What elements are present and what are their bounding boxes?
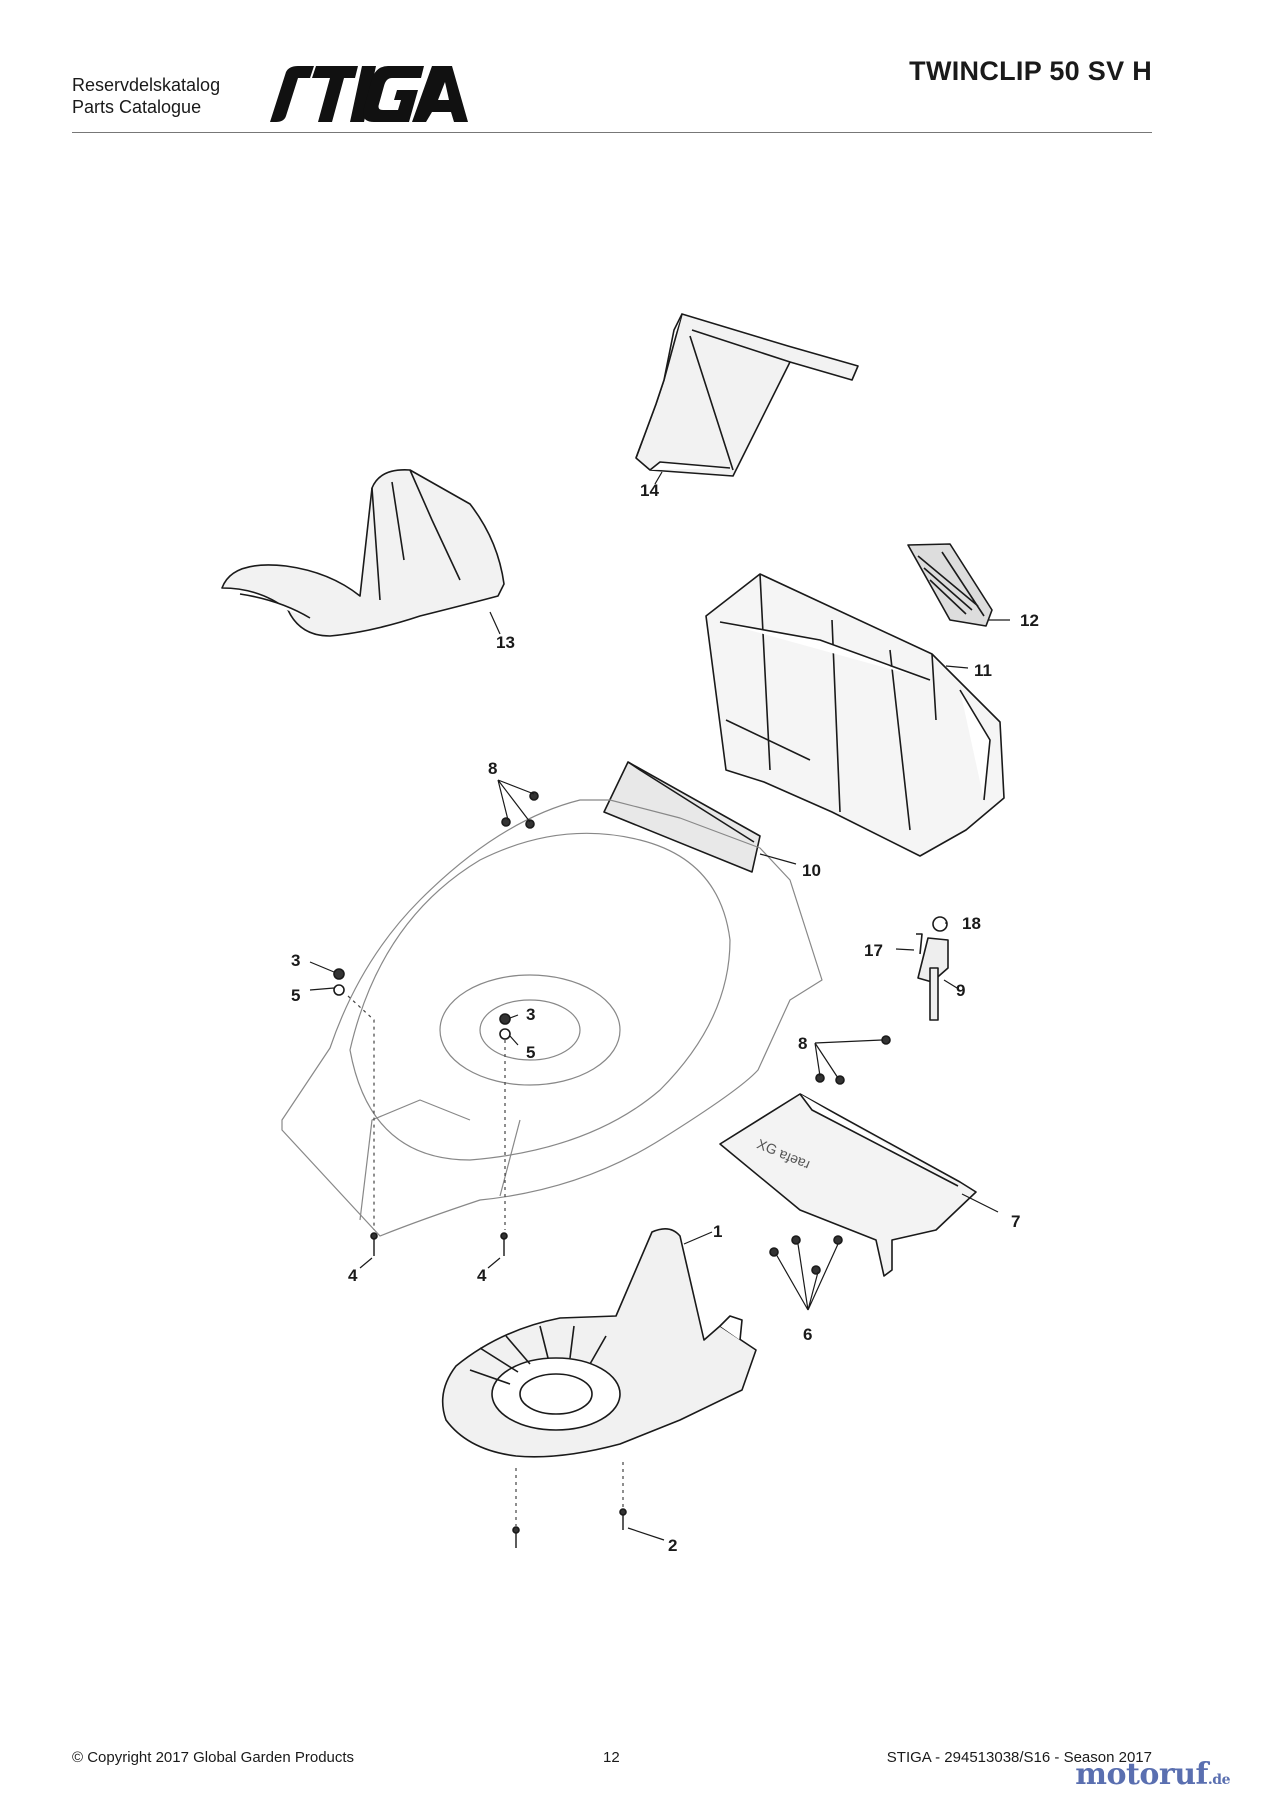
callout-4-left: 4 <box>348 1266 358 1285</box>
watermark-tld: .de <box>1207 1772 1231 1788</box>
part-1-chute-housing <box>441 1228 757 1458</box>
callout-10: 10 <box>802 861 821 880</box>
watermark-name: motoruf <box>1075 1757 1208 1792</box>
part-11-bag-housing <box>705 573 1005 857</box>
part-14-bag-frame <box>635 313 859 477</box>
callout-6: 6 <box>803 1325 812 1344</box>
callout-4-right: 4 <box>477 1266 487 1285</box>
assembly-lines <box>347 995 624 1526</box>
callout-5-left: 5 <box>291 986 300 1005</box>
part-7-front-cover: ХG ɐɟǝɐɹ <box>719 1093 977 1277</box>
callout-17: 17 <box>864 941 883 960</box>
part-12-filter-grid <box>907 543 993 627</box>
part-10-rear-cover <box>603 761 761 873</box>
callout-2: 2 <box>668 1536 677 1555</box>
callout-11: 11 <box>974 661 992 680</box>
footer-document-ref: STIGA - 294513038/S16 - Season 2017 <box>886 1749 1152 1766</box>
part-17-screw <box>916 933 923 955</box>
catalog-label-swedish: Reservdelskatalog <box>72 75 221 95</box>
footer-page-number: 12 <box>603 1749 620 1766</box>
part-18-washer <box>932 916 948 932</box>
header-divider <box>72 132 1152 133</box>
callout-7: 7 <box>1011 1212 1020 1231</box>
footer-copyright: © Copyright 2017 Global Garden Products <box>72 1749 355 1766</box>
callout-14: 14 <box>640 481 659 500</box>
callout-8-top: 8 <box>488 759 497 778</box>
catalog-label-english: Parts Catalogue <box>72 97 202 117</box>
callout-18: 18 <box>962 914 981 933</box>
mower-deck <box>281 799 823 1237</box>
catalog-title: Reservdelskatalog Parts Catalogue <box>72 74 220 118</box>
stiga-logo <box>270 66 468 122</box>
callout-12: 12 <box>1020 611 1039 630</box>
callout-3-center: 3 <box>526 1005 535 1024</box>
callout-13: 13 <box>496 633 515 652</box>
leader-lines <box>309 471 1010 1541</box>
model-title: TWINCLIP 50 SV H <box>909 56 1152 86</box>
callout-5-center: 5 <box>526 1043 535 1062</box>
callout-9: 9 <box>956 981 965 1000</box>
callout-1: 1 <box>713 1222 722 1241</box>
callout-8-right: 8 <box>798 1034 807 1053</box>
watermark-logo: motoruf.de <box>1075 1757 1230 1792</box>
part-9-height-lever <box>917 937 949 1021</box>
callout-3-left: 3 <box>291 951 300 970</box>
part-13-rear-flap <box>221 469 505 637</box>
